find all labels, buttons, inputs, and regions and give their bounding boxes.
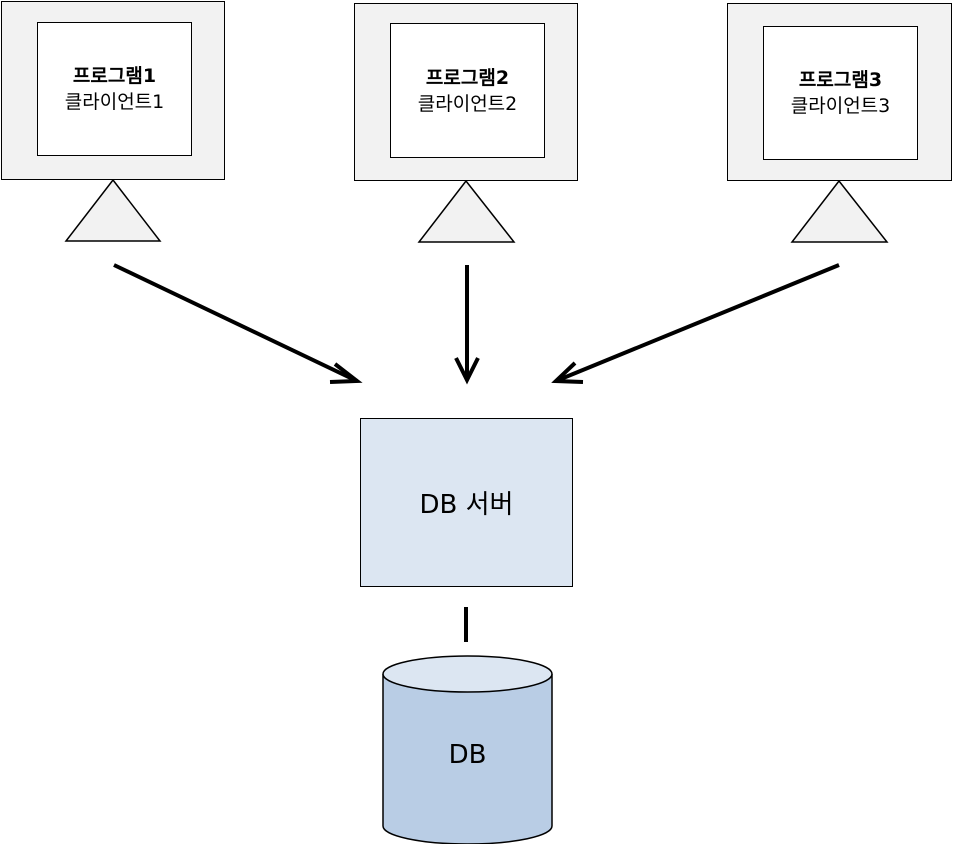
arrow-client3-to-server	[551, 263, 840, 384]
client-screen-2: 프로그램2 클라이언트2	[390, 23, 545, 158]
arrow-client2-to-server	[454, 265, 480, 385]
database-label: DB	[448, 740, 487, 770]
db-server-box: DB 서버	[360, 418, 573, 587]
client-label-1: 클라이언트1	[64, 91, 165, 113]
client-screen-3: 프로그램3 클라이언트3	[763, 26, 918, 160]
client-monitor-1: 프로그램1 클라이언트1	[1, 1, 225, 180]
program-title-2: 프로그램2	[425, 66, 510, 89]
program-title-1: 프로그램1	[72, 65, 157, 87]
db-server-label: DB 서버	[419, 490, 514, 520]
client-monitor-2: 프로그램2 클라이언트2	[354, 3, 578, 181]
program-title-3: 프로그램3	[798, 69, 883, 91]
client-screen-1: 프로그램1 클라이언트1	[37, 22, 192, 156]
database-cylinder	[382, 655, 553, 844]
monitor-stand-1	[64, 178, 162, 242]
arrow-client1-to-server	[113, 263, 363, 384]
client-monitor-3: 프로그램3 클라이언트3	[727, 3, 952, 181]
monitor-stand-2	[417, 179, 516, 243]
client-label-3: 클라이언트3	[790, 95, 891, 117]
client-label-2: 클라이언트2	[417, 92, 518, 115]
monitor-stand-3	[790, 179, 889, 243]
